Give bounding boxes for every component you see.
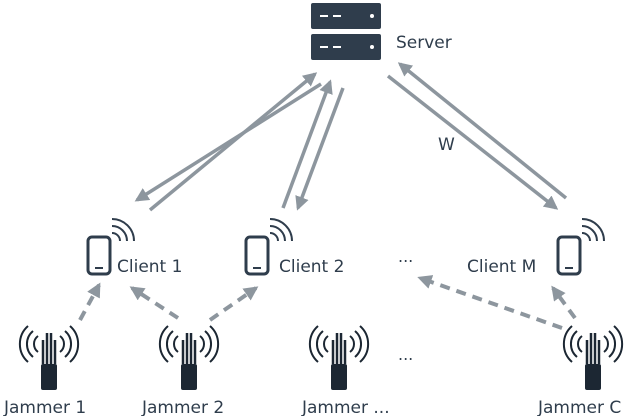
phone-icon <box>86 235 112 276</box>
client-ellipsis: ... <box>398 247 413 266</box>
client-1-label: Client 1 <box>117 257 182 277</box>
jammer-antenna-icon <box>562 325 624 390</box>
jam-jc-cm <box>551 285 577 320</box>
uplink-client-m <box>397 62 568 200</box>
client-1: Client 1 <box>86 218 182 277</box>
client-m: Client M <box>467 218 605 277</box>
jammer-2: Jammer 2 <box>141 325 224 416</box>
jammer-1: Jammer 1 <box>3 325 86 416</box>
client-2: Client 2 <box>244 218 344 277</box>
phone-icon <box>244 235 270 276</box>
jamming-links <box>78 275 577 330</box>
jammer-antenna-icon <box>18 325 80 390</box>
downlink-client-2 <box>295 87 345 211</box>
jam-jc-cm-left <box>417 275 563 330</box>
downlink-client-1 <box>134 82 322 202</box>
client-m-label: Client M <box>467 257 536 277</box>
jammer-c-label: Jammer C <box>537 398 621 416</box>
jam-j2-c2 <box>208 286 259 322</box>
wifi-signal-icon <box>111 218 135 242</box>
phone-icon <box>556 235 582 276</box>
jam-j2-c1 <box>129 286 180 320</box>
jammer-antenna-icon <box>158 325 220 390</box>
jammer-2-label: Jammer 2 <box>141 398 224 416</box>
uplink-client-2 <box>281 79 333 209</box>
downlink-client-m <box>386 74 559 210</box>
uplink-client-1 <box>148 72 318 212</box>
jammer-ellipsis: ... <box>398 345 413 364</box>
wifi-signal-icon <box>269 218 293 242</box>
wifi-signal-icon <box>581 218 605 242</box>
jam-j1-c1 <box>78 282 101 321</box>
jammer-3-label: Jammer ... <box>301 398 390 416</box>
jammer-3: Jammer ... <box>301 325 390 416</box>
server-client-links <box>134 62 568 212</box>
server-icon <box>311 3 381 60</box>
client-2-label: Client 2 <box>279 257 344 277</box>
jammer-antenna-icon <box>308 325 370 390</box>
link-label-w: W <box>438 135 455 155</box>
jammer-c: Jammer C <box>537 325 624 416</box>
jammer-1-label: Jammer 1 <box>3 398 86 416</box>
server-label: Server <box>396 33 452 53</box>
